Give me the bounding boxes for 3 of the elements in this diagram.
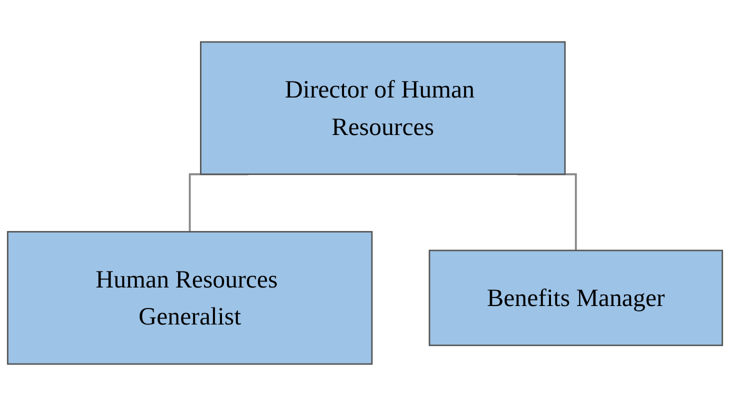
node-box: Benefits Manager xyxy=(428,250,724,346)
node-box: Director of Human Resources xyxy=(200,41,566,175)
node-box: Human Resources Generalist xyxy=(6,231,373,365)
